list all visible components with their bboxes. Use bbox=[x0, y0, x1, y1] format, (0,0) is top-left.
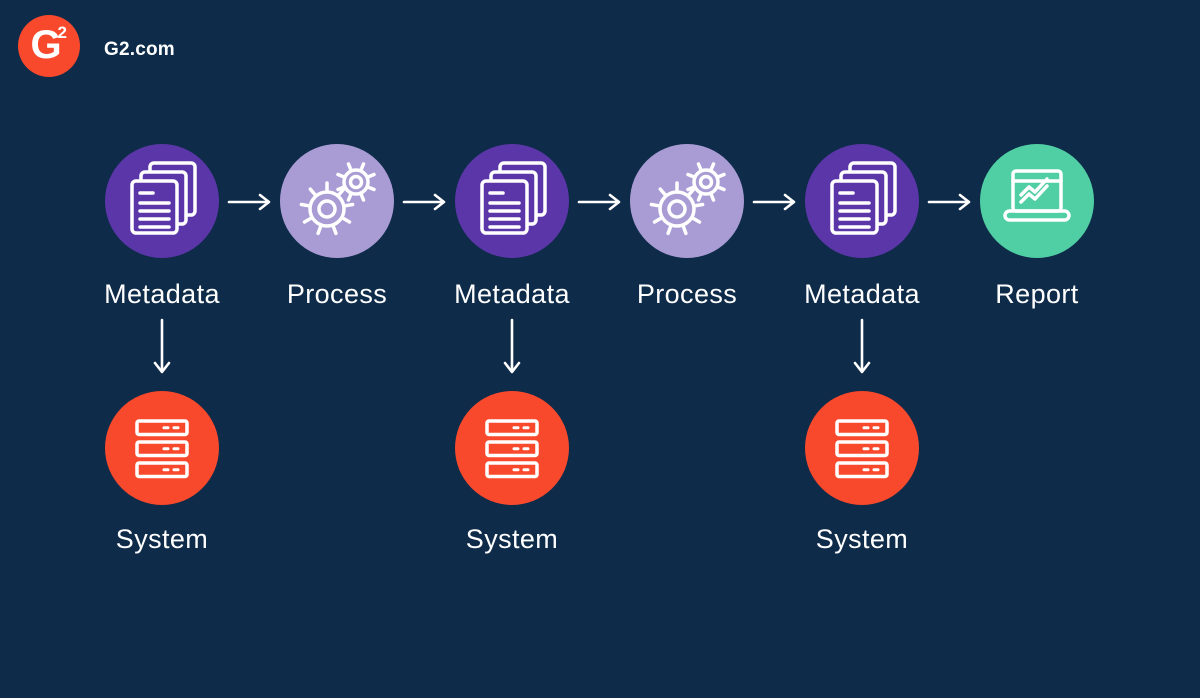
node-metadata-3 bbox=[805, 144, 919, 258]
label-metadata-3: Metadata bbox=[804, 279, 920, 309]
arrow-right-icon bbox=[402, 192, 448, 212]
arrow-right-icon bbox=[752, 192, 798, 212]
label-metadata-2: Metadata bbox=[454, 279, 570, 309]
g2-logo-superscript: 2 bbox=[57, 23, 67, 42]
node-report bbox=[980, 144, 1094, 258]
g2-logo-letter: G bbox=[30, 23, 62, 67]
node-process-1 bbox=[280, 144, 394, 258]
documents-icon bbox=[830, 161, 897, 235]
label-metadata-1: Metadata bbox=[104, 279, 220, 309]
node-system-3 bbox=[805, 391, 919, 505]
arrow-down-icon bbox=[852, 318, 872, 376]
node-metadata-2 bbox=[455, 144, 569, 258]
gears-icon bbox=[649, 162, 726, 236]
node-system-1 bbox=[105, 391, 219, 505]
gears-icon bbox=[299, 162, 376, 236]
node-metadata-1 bbox=[105, 144, 219, 258]
arrow-right-icon bbox=[577, 192, 623, 212]
label-process-2: Process bbox=[636, 279, 738, 309]
g2-logo: G 2 bbox=[18, 15, 80, 77]
label-report: Report bbox=[995, 279, 1079, 309]
label-system-1: System bbox=[115, 524, 209, 554]
label-system-3: System bbox=[815, 524, 909, 554]
server-stack-icon bbox=[135, 419, 189, 479]
server-stack-icon bbox=[835, 419, 889, 479]
node-process-2 bbox=[630, 144, 744, 258]
documents-icon bbox=[130, 161, 197, 235]
documents-icon bbox=[480, 161, 547, 235]
arrow-right-icon bbox=[927, 192, 973, 212]
arrow-down-icon bbox=[152, 318, 172, 376]
laptop-chart-icon bbox=[1003, 169, 1071, 222]
site-label: G2.com bbox=[104, 39, 175, 60]
node-system-2 bbox=[455, 391, 569, 505]
arrow-down-icon bbox=[502, 318, 522, 376]
server-stack-icon bbox=[485, 419, 539, 479]
arrow-right-icon bbox=[227, 192, 273, 212]
label-system-2: System bbox=[465, 524, 559, 554]
label-process-1: Process bbox=[286, 279, 388, 309]
